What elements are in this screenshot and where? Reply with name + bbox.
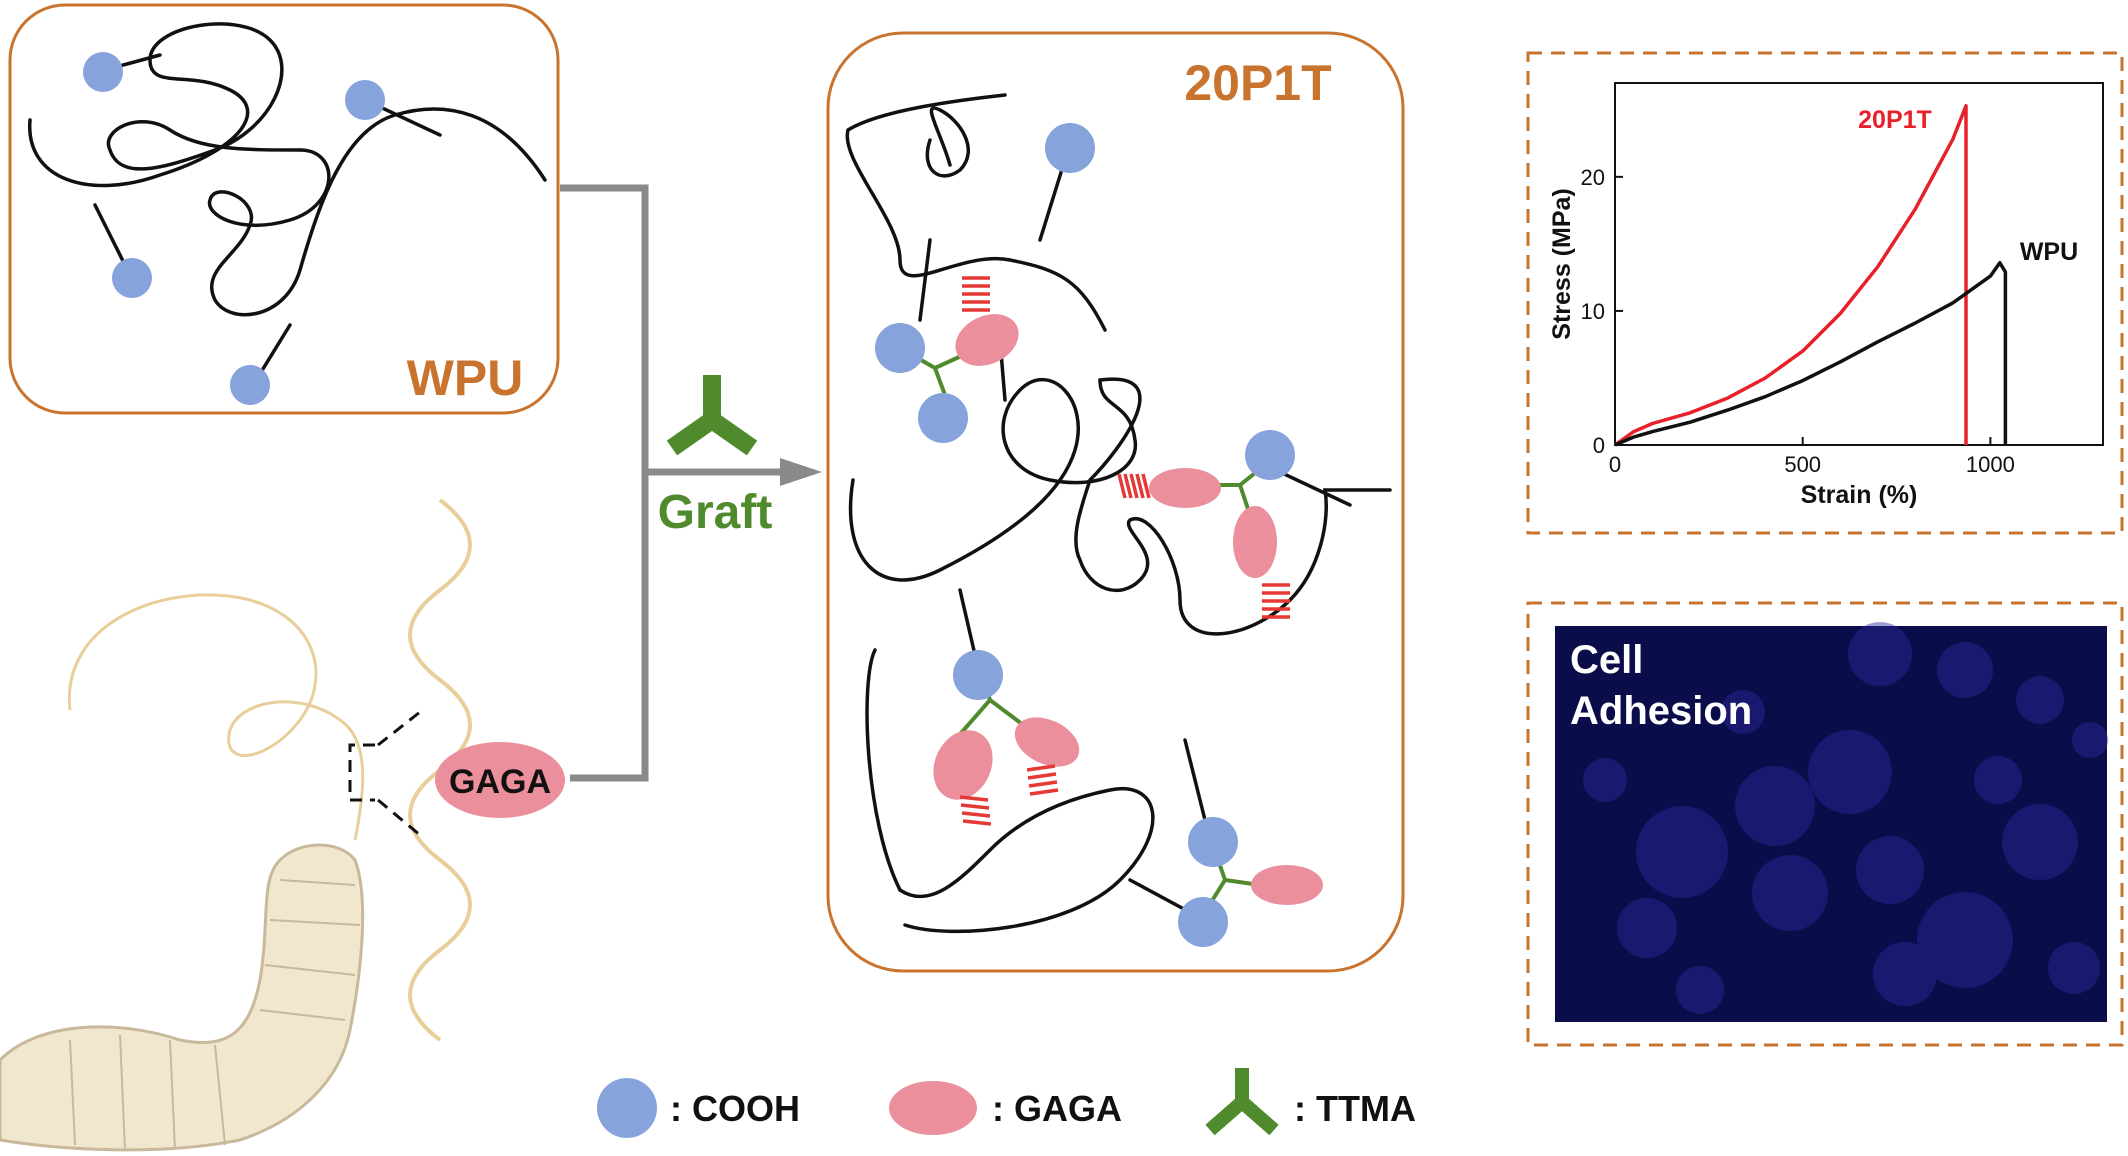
cooh-circle-icon bbox=[918, 393, 968, 443]
gaga-ellipse-icon bbox=[1251, 865, 1323, 905]
chart-panel: 0 500 1000 0 10 20 Stress (MPa) Strain (%) 20… bbox=[1526, 51, 2124, 535]
graft-connector: Graft bbox=[560, 184, 822, 782]
silk-source: GAGA bbox=[0, 498, 565, 1152]
gaga-bead-icon bbox=[435, 742, 565, 818]
product-label: 20P1T bbox=[1184, 55, 1331, 111]
gaga-ellipse-icon bbox=[1149, 468, 1221, 508]
cooh-circle-icon bbox=[83, 52, 123, 92]
gaga-ellipse-icon bbox=[1233, 506, 1277, 578]
x-tick-label: 500 bbox=[1784, 452, 1821, 477]
product-gaga-beads bbox=[933, 314, 1323, 905]
silkworm-icon bbox=[0, 843, 365, 1152]
product-polymer-chains bbox=[845, 93, 1392, 934]
plot-area bbox=[1614, 82, 2104, 446]
hydrogen-bonds bbox=[959, 276, 1290, 826]
product-cooh-beads bbox=[875, 123, 1295, 947]
legend-ttma-icon bbox=[1205, 1068, 1279, 1136]
product-box bbox=[826, 31, 1405, 973]
wpu-label: WPU bbox=[407, 350, 524, 406]
graft-label: Graft bbox=[658, 486, 773, 539]
series-line-wpu bbox=[1614, 260, 2008, 447]
product-panel: 20P1T bbox=[826, 31, 1405, 973]
wpu-box bbox=[8, 3, 560, 415]
legend-gaga-label: : GAGA bbox=[992, 1088, 1122, 1129]
y-axis-label: Stress (MPa) bbox=[1548, 188, 1576, 339]
series-line-20p1t bbox=[1613, 104, 1968, 447]
silk-fiber bbox=[67, 593, 365, 841]
x-tick-label: 0 bbox=[1609, 452, 1621, 477]
cell-adhesion-line1: Cell bbox=[1570, 638, 1643, 682]
gaga-ellipse-icon bbox=[1014, 717, 1080, 767]
cooh-circle-icon bbox=[875, 323, 925, 373]
cell-blobs bbox=[1583, 622, 2108, 1014]
chart-dashed-frame bbox=[1526, 51, 2124, 535]
cooh-circle-icon bbox=[112, 258, 152, 298]
series-label-wpu: WPU bbox=[2020, 238, 2078, 266]
y-tick-label: 0 bbox=[1593, 433, 1605, 458]
cooh-circle-icon bbox=[1045, 123, 1095, 173]
gaga-ellipse-icon bbox=[933, 730, 993, 800]
zoom-bracket bbox=[348, 710, 421, 837]
legend: : COOH : GAGA : TTMA bbox=[597, 1068, 1416, 1138]
legend-ttma-label: : TTMA bbox=[1294, 1088, 1416, 1129]
cooh-circle-icon bbox=[345, 80, 385, 120]
wpu-panel: WPU bbox=[8, 3, 560, 415]
series-label-20p1t: 20P1T bbox=[1858, 106, 1932, 134]
cooh-circle-icon bbox=[230, 365, 270, 405]
cell-dashed-frame bbox=[1526, 601, 2124, 1047]
wpu-cooh-beads bbox=[83, 52, 385, 405]
cooh-circle-icon bbox=[1178, 897, 1228, 947]
gaga-ellipse-icon bbox=[955, 314, 1019, 366]
arrow-head-icon bbox=[780, 458, 822, 486]
cell-adhesion-line2: Adhesion bbox=[1570, 689, 1752, 733]
stress-strain-chart: 0 500 1000 0 10 20 Stress (MPa) Strain (%) 20… bbox=[1548, 82, 2104, 509]
x-axis-label: Strain (%) bbox=[1801, 481, 1918, 509]
x-tick-label: 1000 bbox=[1966, 452, 2015, 477]
fluorescence-image bbox=[1555, 626, 2107, 1022]
legend-cooh-label: : COOH bbox=[670, 1088, 800, 1129]
ttma-icon bbox=[666, 375, 758, 456]
y-tick-label: 20 bbox=[1581, 165, 1605, 190]
gaga-bead-label: GAGA bbox=[449, 763, 551, 801]
cell-adhesion-panel: Cell Adhesion bbox=[1526, 601, 2124, 1047]
legend-circle-icon bbox=[597, 1078, 657, 1138]
cooh-circle-icon bbox=[953, 650, 1003, 700]
legend-ellipse-icon bbox=[889, 1081, 977, 1135]
y-tick-label: 10 bbox=[1581, 299, 1605, 324]
cooh-circle-icon bbox=[1188, 817, 1238, 867]
cooh-circle-icon bbox=[1245, 430, 1295, 480]
